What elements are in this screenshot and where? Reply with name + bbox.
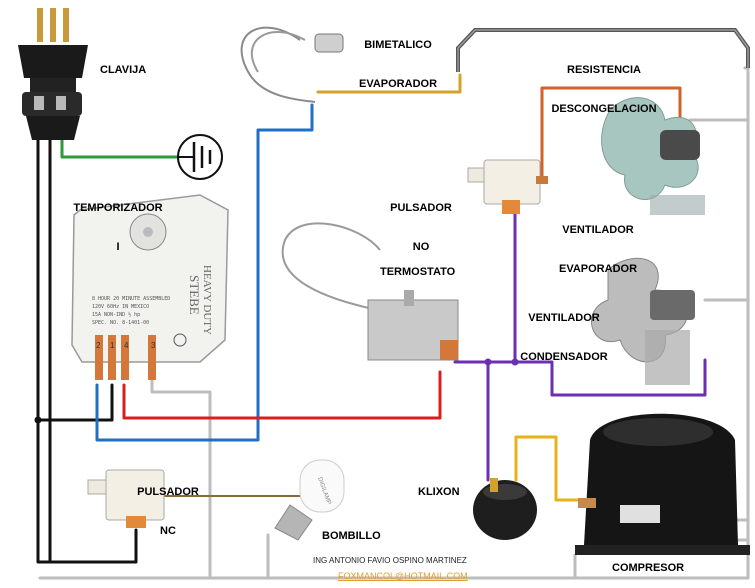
- timer-spec-line1: 8 HOUR 20 MINUTE ASSEMBLED: [92, 296, 170, 302]
- label-pulsador-no-line1: PULSADOR: [390, 202, 452, 214]
- label-pulsador-no: PULSADOR NO: [385, 176, 457, 267]
- junction-dot: [511, 358, 519, 366]
- label-klixon: KLIXON: [418, 486, 460, 498]
- timer-model: HEAVY DUTY: [201, 265, 213, 335]
- label-termostato: TERMOSTATO: [380, 266, 456, 278]
- label-temporizador-line1: TEMPORIZADOR: [73, 202, 163, 214]
- timer-terminal-1: 1: [110, 341, 115, 350]
- label-pulsador-nc-line1: PULSADOR: [137, 486, 199, 498]
- gold-wire: [316, 73, 462, 94]
- label-temporizador-line2: I: [116, 241, 120, 253]
- yellow-wire: [514, 435, 582, 502]
- defrost-heater-icon: [456, 28, 750, 72]
- label-pulsador-nc-line2: NC: [160, 525, 176, 537]
- ground-symbol-icon: [177, 134, 223, 180]
- timer-terminal-2: 2: [96, 341, 101, 350]
- timer-spec-line3: 15A NON-IND ½ hp: [92, 311, 140, 318]
- timer-spec-line4: SPEC. NO. 8-1401-00: [92, 320, 149, 326]
- plug-icon: [18, 8, 88, 140]
- label-ventilador-condensador: VENTILADOR CONDENSADOR: [516, 286, 612, 377]
- label-bombillo: BOMBILLO: [322, 530, 381, 542]
- gray-wire-timer: [150, 378, 212, 580]
- label-bimetalico-evaporador: BIMETALICO EVAPORADOR: [356, 13, 440, 104]
- junction-dot: [484, 358, 492, 366]
- klixon-overload-icon: [473, 478, 537, 540]
- orange-wire: [540, 86, 682, 182]
- thermostat-icon: [281, 222, 459, 361]
- label-resistencia-descongelacion: RESISTENCIA DESCONGELACION: [548, 38, 660, 129]
- red-wire: [122, 370, 442, 420]
- label-clavija: CLAVIJA: [100, 64, 147, 76]
- label-pulsador-nc: PULSADOR NC: [132, 460, 204, 551]
- label-ventilador-evaporador: VENTILADOR EVAPORADOR: [554, 198, 642, 289]
- label-vent-evap-line2: EVAPORADOR: [558, 263, 638, 275]
- timer-terminal-3: 3: [151, 341, 156, 350]
- label-resistencia-line2: DESCONGELACION: [551, 103, 657, 115]
- timer-brand: STEBE: [187, 275, 202, 315]
- label-vent-cond-line1: VENTILADOR: [528, 312, 600, 324]
- timer-spec-line2: 120V 60Hz IN MEXICO: [92, 304, 149, 310]
- timer-terminal-4: 4: [124, 341, 129, 350]
- bimetal-thermostat-icon: [240, 26, 344, 103]
- author-email-link[interactable]: FOXMANCOL@HOTMAIL.COM: [338, 571, 468, 581]
- push-switch-no-icon: [467, 159, 548, 214]
- junction-dot: [34, 416, 42, 424]
- light-bulb-icon: [274, 459, 345, 541]
- black-wire: [36, 138, 138, 564]
- author-credit: ING ANTONIO FAVIO OSPINO MARTINEZ: [313, 556, 467, 565]
- label-resistencia-line1: RESISTENCIA: [567, 64, 641, 76]
- condenser-fan-icon: [591, 257, 695, 385]
- label-bimetalico-line1: BIMETALICO: [364, 39, 432, 51]
- compressor-icon: [575, 413, 750, 555]
- defrost-timer: [71, 194, 229, 380]
- label-compresor: COMPRESOR: [612, 562, 685, 574]
- label-vent-cond-line2: CONDENSADOR: [520, 351, 608, 363]
- evaporator-fan-icon: [601, 97, 705, 215]
- push-switch-nc-icon: [87, 469, 165, 528]
- green-wire: [60, 138, 180, 159]
- blue-wire: [95, 103, 314, 442]
- label-bimetalico-line2: EVAPORADOR: [358, 78, 438, 90]
- label-temporizador: TEMPORIZADOR I: [68, 176, 168, 267]
- label-vent-evap-line1: VENTILADOR: [562, 224, 634, 236]
- label-pulsador-no-line2: NO: [412, 241, 430, 253]
